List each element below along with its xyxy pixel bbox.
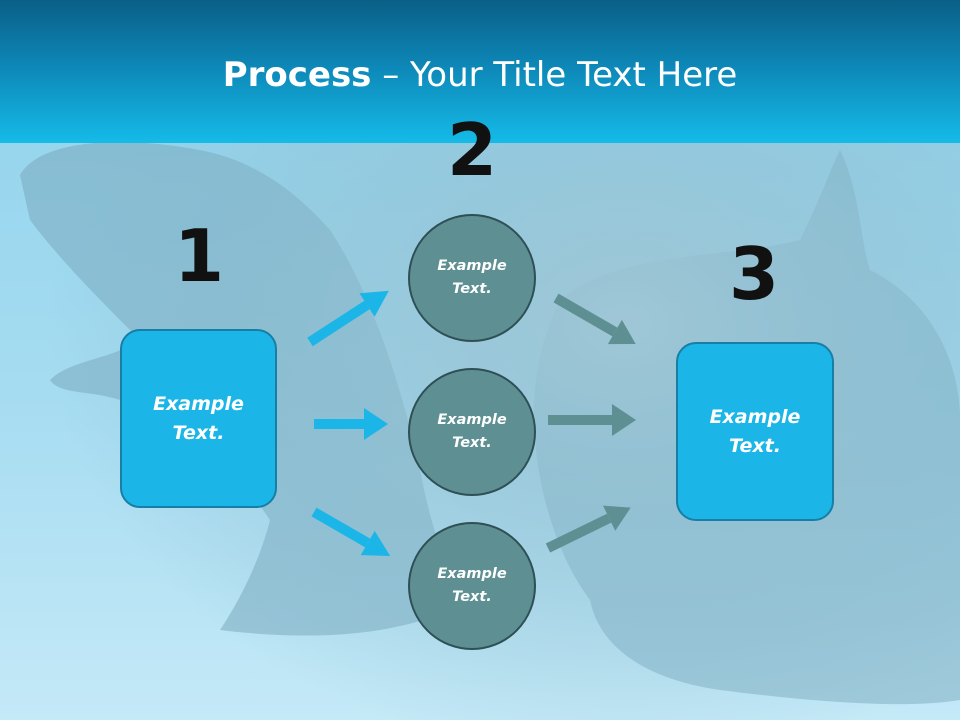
step-number-3: 3 xyxy=(728,232,780,316)
process-circle-bottom: Example Text. xyxy=(408,522,536,650)
process-circle-middle: Example Text. xyxy=(408,368,536,496)
arrow-out-middle xyxy=(548,404,636,436)
circle-bottom-text: Example Text. xyxy=(437,566,507,605)
left-process-box: Example Text. xyxy=(120,329,277,508)
title-bold: Process xyxy=(222,55,372,95)
title-bar: Process – Your Title Text Here xyxy=(0,0,960,143)
process-circle-top: Example Text. xyxy=(408,214,536,342)
arrow-in-bottom xyxy=(311,507,391,556)
step-number-2: 2 xyxy=(446,108,498,192)
circle-middle-text: Example Text. xyxy=(437,412,507,451)
right-box-text: Example Text. xyxy=(709,405,801,457)
circle-top-text: Example Text. xyxy=(437,258,507,297)
step-number-1: 1 xyxy=(173,214,225,298)
left-box-text: Example Text. xyxy=(153,392,244,444)
slide-title: Process – Your Title Text Here xyxy=(0,54,960,96)
arrow-in-top xyxy=(307,290,389,347)
arrow-in-middle xyxy=(314,408,388,440)
title-rest: – Your Title Text Here xyxy=(371,55,738,95)
arrow-out-bottom xyxy=(545,505,631,553)
arrow-out-top xyxy=(553,293,636,345)
right-process-box: Example Text. xyxy=(676,342,834,521)
